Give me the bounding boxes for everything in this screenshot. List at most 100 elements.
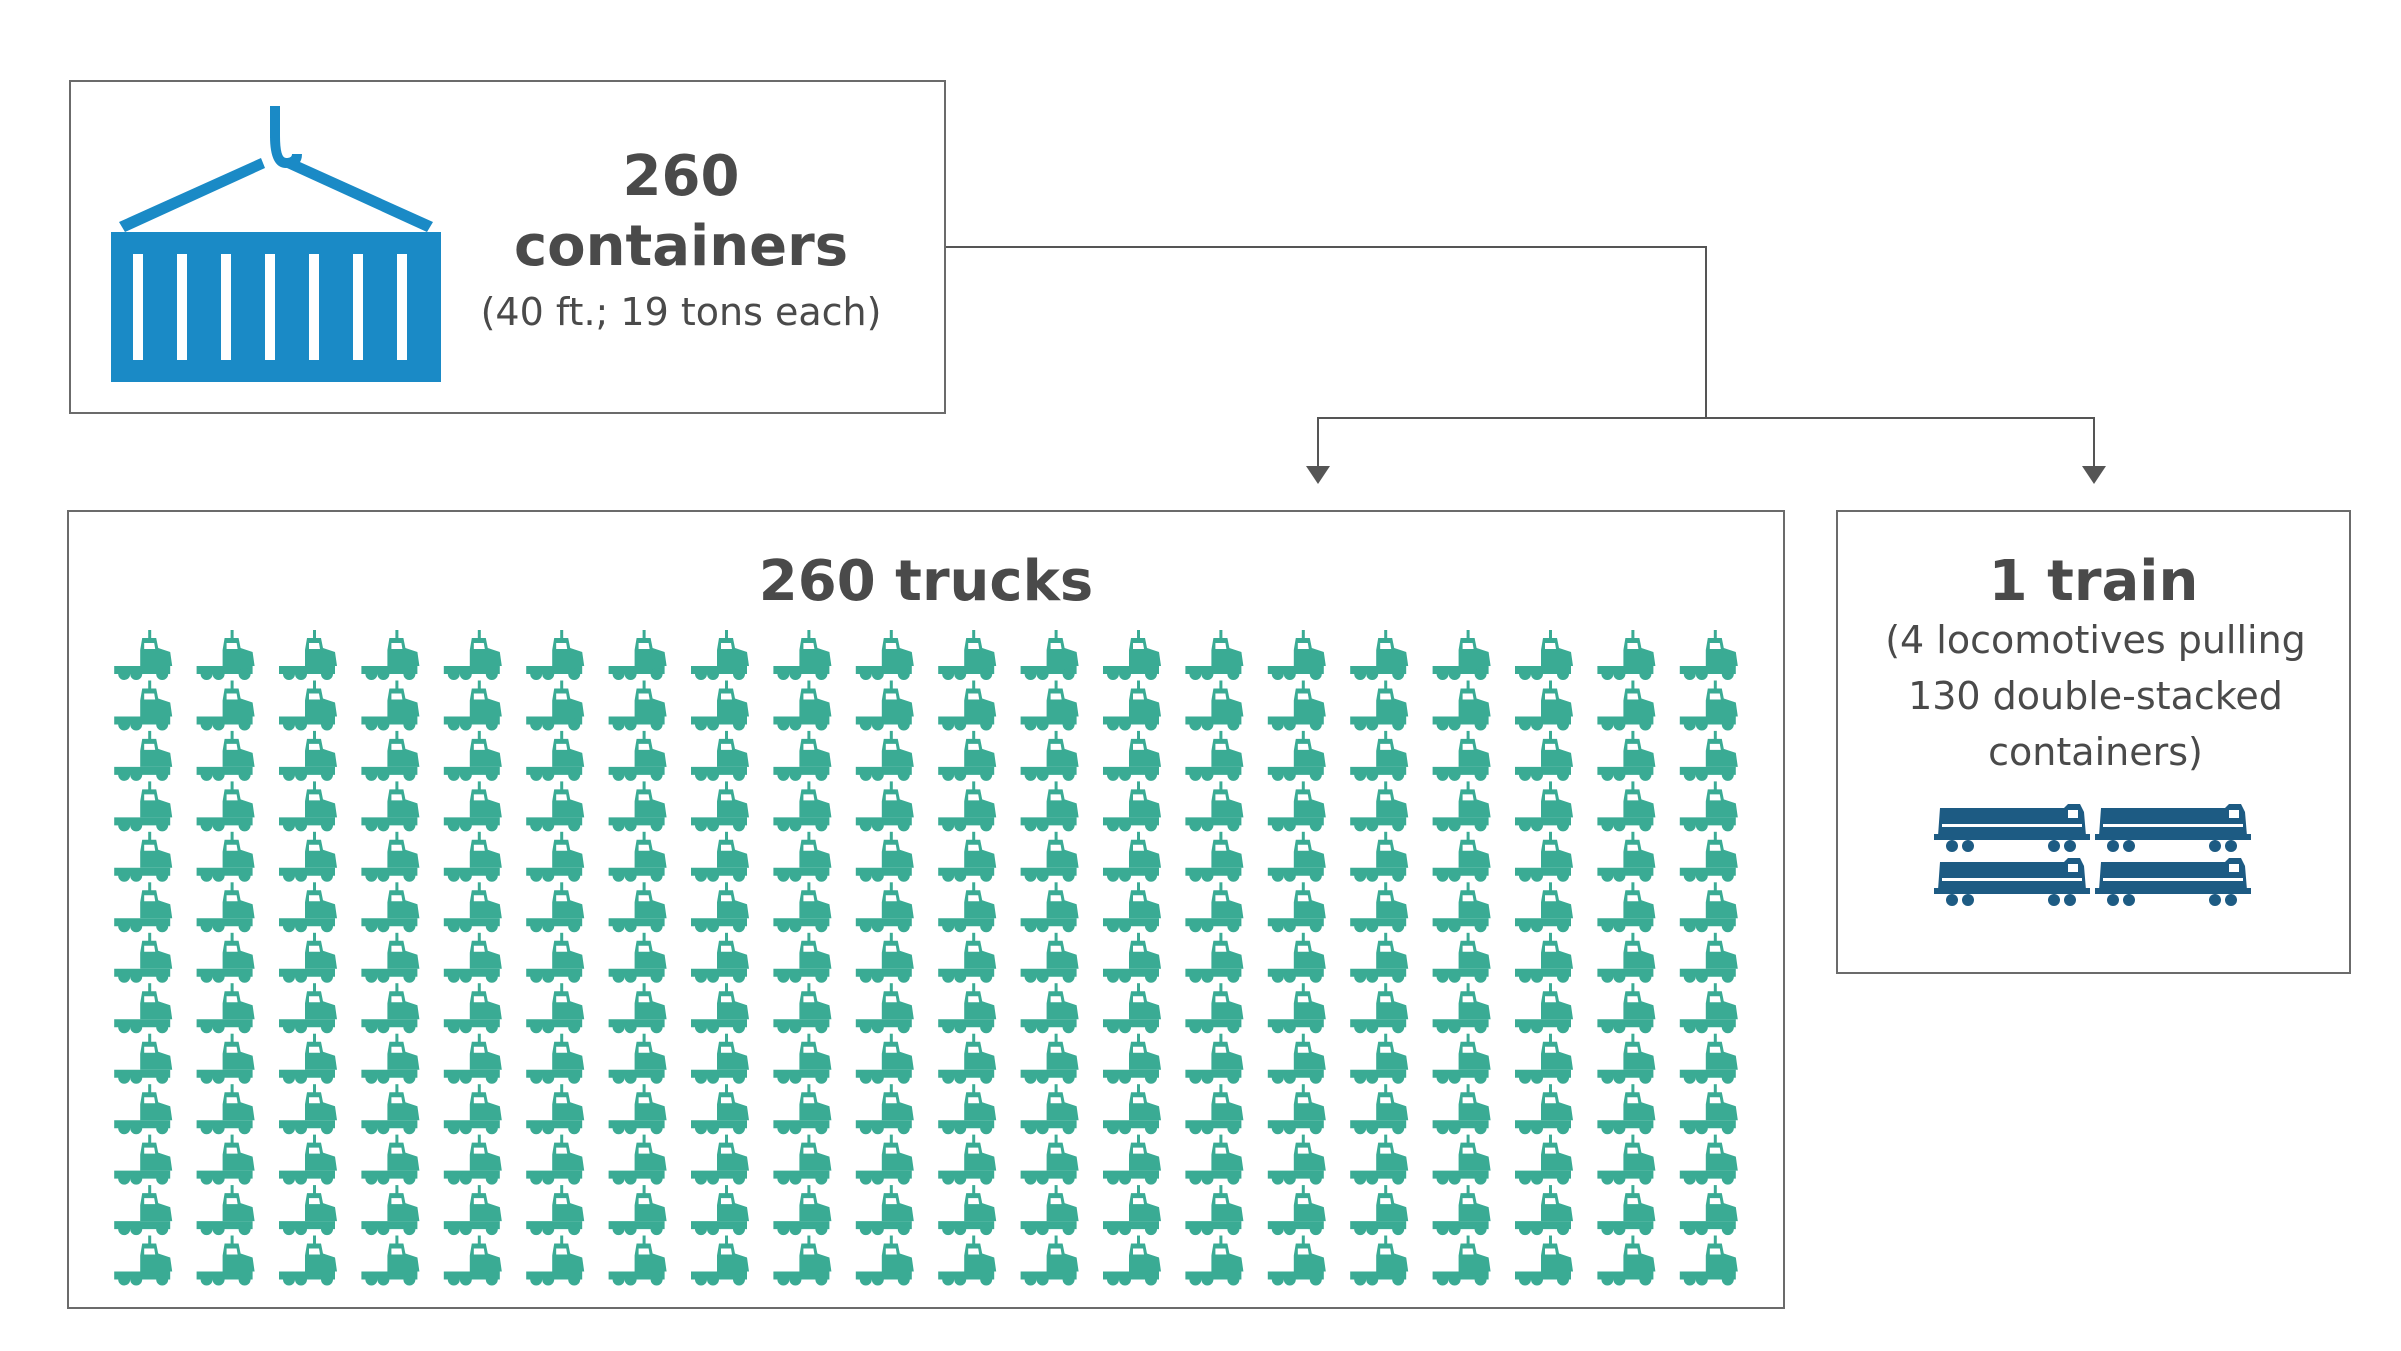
truck-icon (196, 730, 255, 781)
truck-icon (1185, 932, 1244, 983)
truck-icon (1350, 983, 1409, 1034)
truck-icon (1185, 730, 1244, 781)
truck-icon (1267, 1084, 1326, 1135)
truck-icon (1020, 1033, 1079, 1084)
truck-icon (1432, 1134, 1491, 1185)
truck-icon (1432, 831, 1491, 882)
truck-icon (1350, 831, 1409, 882)
truck-icon (773, 1185, 832, 1236)
truck-icon (691, 1235, 749, 1286)
truck-icon (1597, 1235, 1656, 1286)
truck-icon (279, 630, 337, 680)
truck-icon (1350, 1235, 1409, 1286)
truck-icon (855, 882, 914, 933)
truck-icon (1020, 932, 1079, 983)
truck-icon (196, 983, 255, 1034)
truck-icon (443, 781, 502, 832)
truck-icon (773, 831, 832, 882)
truck-icon (938, 1235, 997, 1286)
truck-icon (691, 680, 749, 731)
truck-icon (608, 831, 667, 882)
truck-icon (279, 781, 337, 832)
truck-icon (1515, 1185, 1573, 1236)
truck-icon (1185, 1235, 1244, 1286)
truck-icon (938, 1084, 997, 1135)
truck-icon (1597, 730, 1656, 781)
truck-icon (361, 781, 420, 832)
containers-text: 260 containers (40 ft.; 19 tons each) (451, 142, 911, 342)
truck-icon (1679, 680, 1738, 731)
containers-label: containers (513, 214, 849, 279)
truck-icon (526, 781, 585, 832)
truck-icon (1185, 1185, 1244, 1236)
truck-icon (1679, 1185, 1738, 1236)
truck-icon (1020, 680, 1079, 731)
truck-icon (1103, 1084, 1161, 1135)
truck-icon (1597, 932, 1656, 983)
truck-icon (1103, 831, 1161, 882)
truck-icon (691, 1084, 749, 1135)
truck-icon (1679, 983, 1738, 1034)
truck-icon (691, 1033, 749, 1084)
truck-icon (361, 730, 420, 781)
truck-icon (938, 882, 997, 933)
truck-icon (1515, 831, 1573, 882)
containers-note: (40 ft.; 19 tons each) (480, 290, 882, 334)
truck-icon (1679, 1033, 1738, 1084)
truck-icon (1267, 1235, 1326, 1286)
truck-icon (1432, 680, 1491, 731)
truck-grid (114, 630, 1738, 1286)
truck-icon (114, 1185, 173, 1236)
truck-icon (938, 932, 997, 983)
truck-icon (1350, 1033, 1409, 1084)
truck-icon (526, 630, 585, 680)
truck-icon (279, 1134, 337, 1185)
truck-icon (691, 630, 749, 680)
truck-icon (1350, 882, 1409, 933)
truck-icon (938, 1033, 997, 1084)
truck-icon (443, 1033, 502, 1084)
truck-icon (443, 1235, 502, 1286)
truck-icon (1350, 730, 1409, 781)
truck-icon (938, 983, 997, 1034)
truck-icon (114, 882, 173, 933)
truck-icon (361, 630, 420, 680)
connector-lines (946, 246, 2095, 470)
truck-icon (1103, 1185, 1161, 1236)
truck-icon (196, 831, 255, 882)
truck-icon (114, 932, 173, 983)
truck-icon (1020, 630, 1079, 680)
truck-icon (279, 1033, 337, 1084)
truck-icon (1597, 983, 1656, 1034)
truck-icon (691, 1185, 749, 1236)
connector-from-containers (946, 246, 1707, 418)
truck-icon (1515, 1134, 1573, 1185)
truck-icon (773, 1134, 832, 1185)
truck-icon (938, 781, 997, 832)
truck-icon (1350, 1084, 1409, 1135)
truck-icon (526, 1185, 585, 1236)
truck-icon (773, 1084, 832, 1135)
truck-icon (938, 730, 997, 781)
truck-icon (443, 882, 502, 933)
truck-icon (1185, 983, 1244, 1034)
truck-icon (1597, 831, 1656, 882)
truck-icon (1267, 680, 1326, 731)
truck-icon (608, 1235, 667, 1286)
train-description: (4 locomotives pulling 130 double-stacke… (1848, 612, 2343, 780)
locomotive-icon (2095, 804, 2251, 852)
truck-icon (1267, 1185, 1326, 1236)
truck-icon (938, 1185, 997, 1236)
truck-icon (1679, 781, 1738, 832)
truck-icon (1103, 781, 1161, 832)
truck-icon (361, 1134, 420, 1185)
truck-icon (608, 1084, 667, 1135)
truck-icon (443, 1084, 502, 1135)
trucks-box: 260 trucks (67, 510, 1785, 1309)
truck-icon (1103, 1235, 1161, 1286)
truck-icon (196, 1084, 255, 1135)
truck-icon (279, 983, 337, 1034)
truck-icon (1103, 1033, 1161, 1084)
truck-icon (1679, 1084, 1738, 1135)
truck-icon (196, 932, 255, 983)
